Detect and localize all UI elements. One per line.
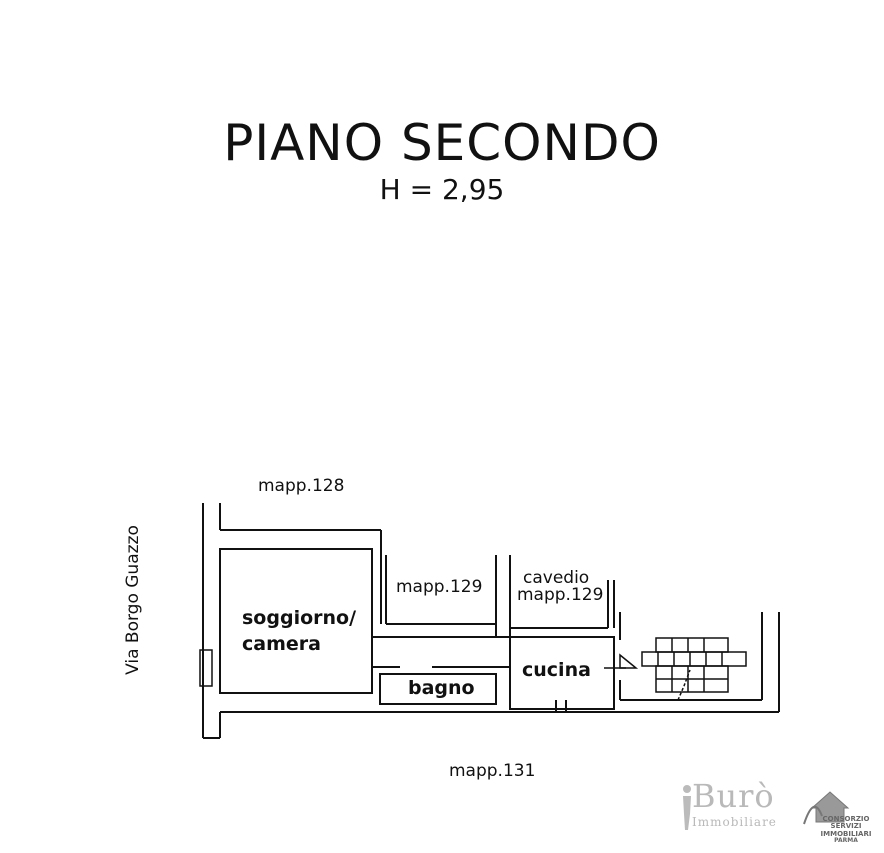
label-north: mapp.128: [258, 476, 345, 496]
consorzio-line3: IMMOBILIARI: [820, 829, 872, 838]
label-courtyard-right-top: cavedio: [523, 568, 590, 588]
room-kitchen: cucina: [522, 659, 591, 681]
label-south: mapp.131: [449, 761, 536, 781]
kitchen-outline: [509, 636, 615, 710]
consorzio-house-icon: [803, 791, 850, 825]
consorzio-line1: CONSORZIO: [822, 815, 870, 823]
living-room-outline: [219, 548, 373, 694]
label-courtyard-right-bottom: mapp.129: [517, 585, 604, 605]
room-living-line2: camera: [242, 632, 321, 655]
street-window: [199, 649, 213, 687]
consorzio-logo: CONSORZIO SERVIZI IMMOBILIARI PARMA: [816, 815, 876, 845]
bath-outline: [379, 673, 497, 705]
buro-logo-main: Burò: [692, 777, 775, 815]
plan-title: PIANO SECONDO: [223, 114, 661, 172]
staircase: [641, 637, 747, 701]
buro-logo: Burò Immobiliare: [692, 780, 777, 828]
room-living-line1: soggiorno/: [242, 607, 357, 629]
floor-height: H = 2,95: [379, 173, 505, 206]
room-living: soggiorno/ camera: [242, 606, 356, 657]
consorzio-line2: SERVIZI: [830, 822, 862, 831]
label-courtyard-left: mapp.129: [396, 577, 483, 597]
room-bath: bagno: [408, 677, 475, 699]
buro-logo-sub: Immobiliare: [692, 815, 777, 829]
label-street: Via Borgo Guazzo: [123, 525, 143, 675]
consorzio-line4: PARMA: [834, 837, 858, 845]
buro-figure-icon: [683, 785, 691, 830]
